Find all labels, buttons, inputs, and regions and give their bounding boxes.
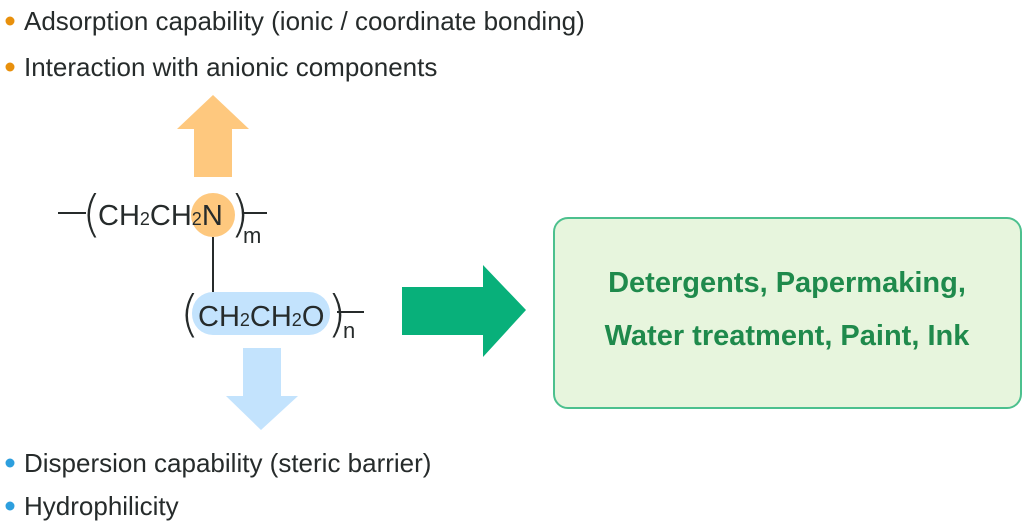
- blue-bullet-icon: [5, 501, 15, 511]
- property-dispersion: Dispersion capability (steric barrier): [24, 448, 431, 478]
- repeat-index-m: m: [243, 223, 261, 248]
- applications-line-2: Water treatment, Paint, Ink: [605, 320, 971, 352]
- ether-formula: CH2CH2O: [198, 301, 324, 333]
- open-paren: (: [180, 285, 200, 343]
- ether-highlight: [192, 292, 330, 335]
- close-paren: ): [327, 285, 347, 343]
- applications-line-1: Detergents, Papermaking,: [608, 267, 966, 299]
- blue-bullet-icon: [5, 458, 15, 468]
- property-hydrophilicity: Hydrophilicity: [24, 491, 179, 521]
- nitrogen-highlight: [191, 193, 235, 237]
- ether-repeat-unit: ( CH2CH2O ) n: [180, 285, 364, 343]
- close-paren: ): [230, 185, 250, 243]
- green-right-arrow-icon: [402, 265, 526, 357]
- orange-up-arrow-icon: [177, 95, 249, 177]
- amine-repeat-unit: ( CH2CH2N ) m: [58, 185, 267, 248]
- top-property-list: Adsorption capability (ionic / coordinat…: [5, 6, 585, 82]
- amine-formula: CH2CH2N: [98, 200, 223, 232]
- repeat-index-n: n: [343, 318, 355, 343]
- property-anionic-interaction: Interaction with anionic components: [24, 52, 437, 82]
- applications-box-frame: [553, 217, 1022, 409]
- property-adsorption: Adsorption capability (ionic / coordinat…: [24, 6, 585, 36]
- blue-down-arrow-icon: [226, 348, 298, 430]
- applications-box: Detergents, Papermaking, Water treatment…: [553, 217, 1022, 409]
- open-paren: (: [82, 185, 102, 243]
- bottom-property-list: Dispersion capability (steric barrier) H…: [5, 448, 431, 521]
- orange-bullet-icon: [5, 62, 15, 72]
- orange-bullet-icon: [5, 16, 15, 26]
